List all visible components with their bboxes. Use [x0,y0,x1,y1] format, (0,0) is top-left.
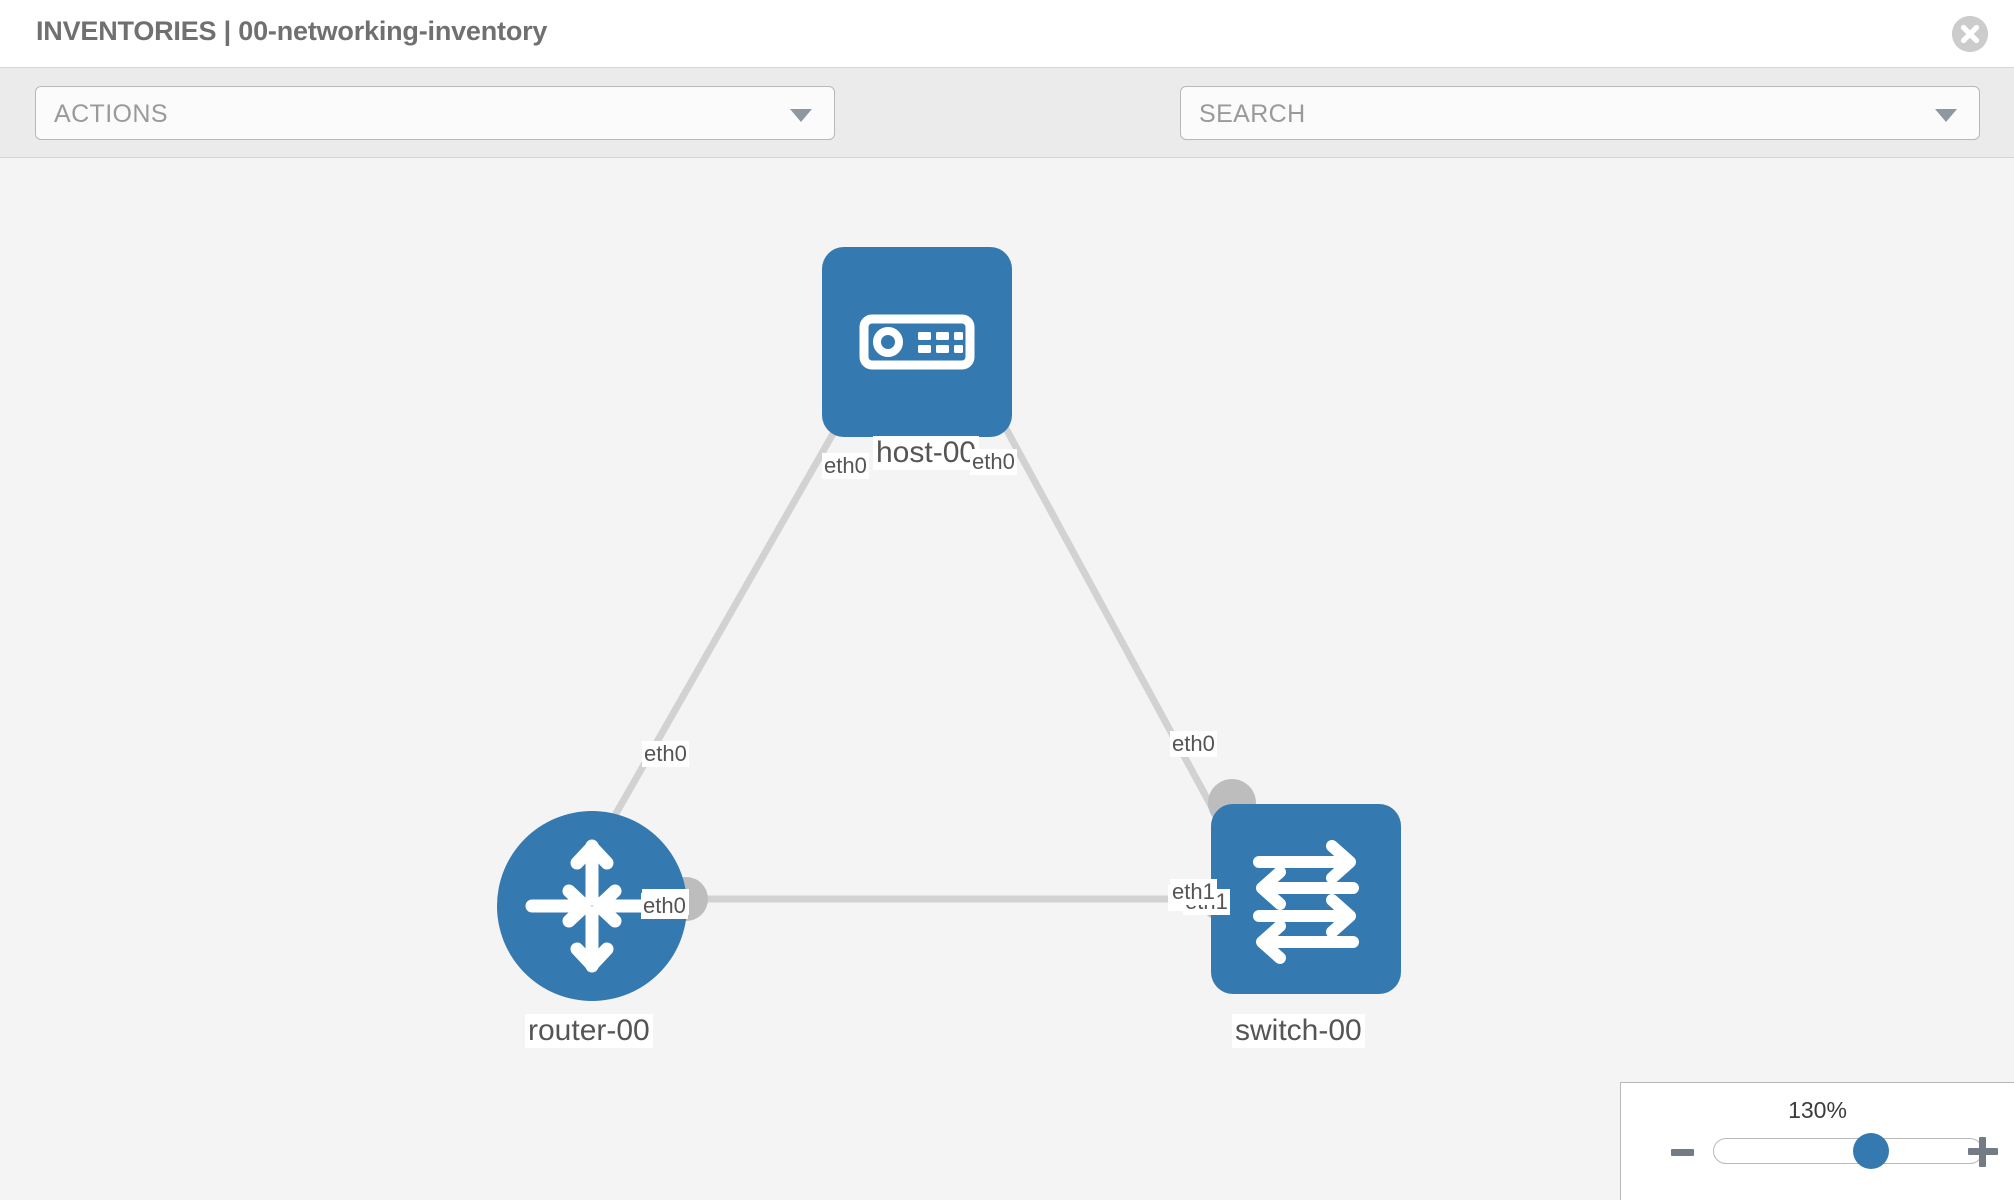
node-label-router-00: router-00 [525,1014,653,1048]
node-switch-00-shape[interactable] [1211,804,1401,994]
switch-arrows-icon [1253,840,1359,964]
node-switch-00[interactable] [1211,804,1401,994]
edge-host-router [586,353,882,861]
node-host-00-shape[interactable] [822,247,1012,437]
server-icon [859,314,975,370]
router-arrows-icon [525,839,659,973]
zoom-in-button[interactable] [1968,1137,1998,1167]
close-icon[interactable] [1952,16,1988,52]
edge-label-switch-left-dup: eth1 [1170,879,1217,905]
zoom-slider-thumb[interactable] [1853,1133,1890,1169]
chevron-down-icon[interactable] [1935,109,1957,122]
actions-dropdown[interactable]: ACTIONS [35,86,835,140]
page-header: INVENTORIES | 00-networking-inventory [0,0,2014,68]
toolbar: ACTIONS SEARCH [0,68,2014,195]
zoom-control-panel: 130% [1620,1082,2014,1200]
topology-canvas[interactable]: host-00 eth0 eth0 router-00 eth0 eth0 [0,159,2014,1200]
edge-label-switch-up: eth0 [1170,731,1217,757]
node-host-00[interactable] [822,247,1012,437]
edge-label-router-up-2: eth0 [642,741,689,767]
zoom-out-button[interactable] [1671,1149,1694,1156]
edge-label-host-right: eth0 [970,449,1017,475]
node-label-switch-00: switch-00 [1232,1014,1365,1048]
edge-label-router-up: eth0 [641,893,688,919]
zoom-slider-track[interactable] [1713,1138,1983,1164]
topology-edges [586,353,1244,903]
edge-host-switch [962,353,1244,861]
page-title: INVENTORIES | 00-networking-inventory [36,16,548,46]
actions-dropdown-label: ACTIONS [54,100,168,128]
chevron-down-icon [790,109,812,122]
edge-label-host-left: eth0 [822,453,869,479]
zoom-level-value: 130% [1788,1097,1847,1123]
search-placeholder: SEARCH [1199,100,1306,128]
search-input[interactable]: SEARCH [1180,86,1980,140]
node-label-host-00: host-00 [873,436,980,470]
